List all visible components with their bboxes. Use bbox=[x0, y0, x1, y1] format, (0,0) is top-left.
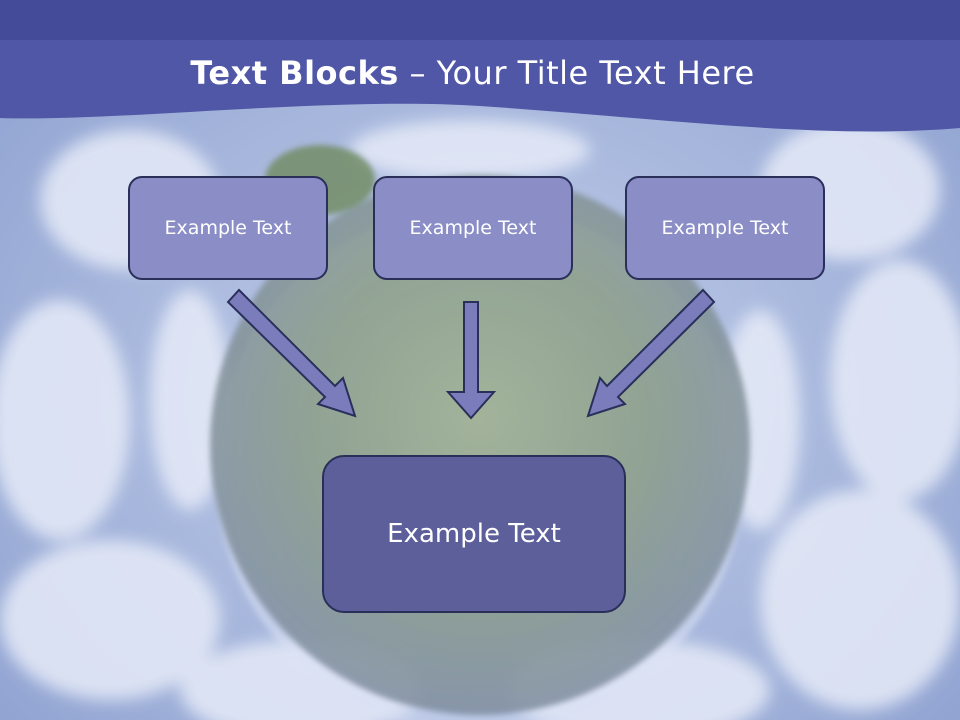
text-block-1-label: Example Text bbox=[164, 217, 292, 239]
text-block-1[interactable]: Example Text bbox=[128, 176, 328, 280]
title-bold: Text Blocks bbox=[190, 54, 399, 92]
text-block-2[interactable]: Example Text bbox=[373, 176, 573, 280]
text-block-main[interactable]: Example Text bbox=[322, 455, 626, 613]
text-block-3[interactable]: Example Text bbox=[625, 176, 825, 280]
slide-title: Text Blocks – Your Title Text Here bbox=[0, 54, 945, 92]
text-block-2-label: Example Text bbox=[409, 217, 537, 239]
text-block-3-label: Example Text bbox=[661, 217, 789, 239]
text-block-main-label: Example Text bbox=[387, 519, 561, 549]
title-dash: – bbox=[398, 54, 437, 92]
title-rest: Your Title Text Here bbox=[436, 54, 755, 92]
